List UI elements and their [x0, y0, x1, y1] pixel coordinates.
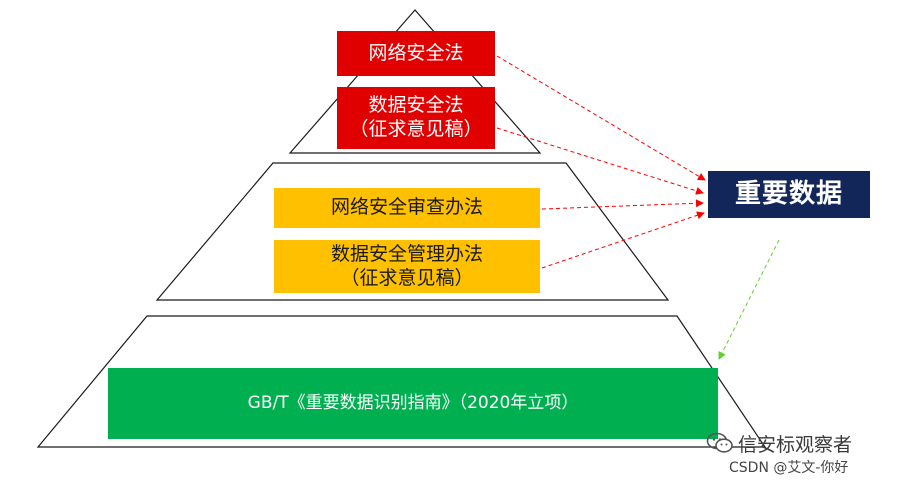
cybersecurity-law-label: 网络安全法	[368, 41, 464, 64]
important-data-identification-guide-label: GB/T《重要数据识别指南》（2020年立项）	[247, 392, 579, 413]
cybersecurity-review-measures-box: 网络安全审查办法	[274, 188, 540, 228]
arrow-data-security-law	[496, 127, 704, 195]
watermark-credit: CSDN @艾文-你好	[729, 460, 849, 476]
wechat-icon	[706, 432, 733, 453]
important-data-box: 重要数据	[708, 171, 870, 218]
arrow-management-measures	[541, 211, 705, 269]
cybersecurity-law-box: 网络安全法	[337, 31, 495, 76]
data-security-management-measures-draft-note: （征求意见稿）	[340, 266, 474, 289]
data-security-management-measures-box: 数据安全管理办法 （征求意见稿）	[274, 240, 540, 293]
watermark-account-name: 信安标观察者	[738, 434, 853, 456]
arrow-cybersecurity-law	[496, 55, 706, 181]
arrow-important-data-to-standard	[718, 239, 780, 360]
data-security-law-label: 数据安全法	[368, 94, 464, 117]
arrow-review-measures	[541, 199, 704, 210]
data-security-law-draft-note: （征求意见稿）	[349, 118, 483, 140]
data-security-management-measures-label: 数据安全管理办法	[330, 242, 483, 265]
important-data-identification-guide-box: GB/T《重要数据识别指南》（2020年立项）	[108, 368, 718, 439]
data-security-law-box: 数据安全法 （征求意见稿）	[337, 87, 495, 149]
important-data-label: 重要数据	[734, 179, 843, 210]
cybersecurity-review-measures-label: 网络安全审查办法	[330, 196, 483, 219]
